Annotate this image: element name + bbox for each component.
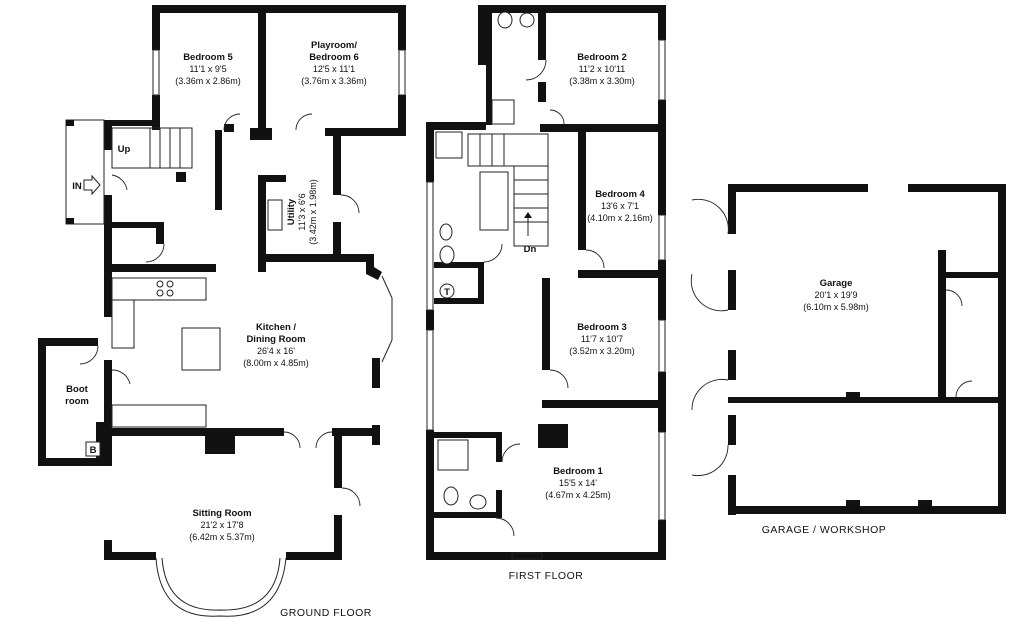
ground-floor: [38, 5, 406, 617]
garage-dims: 20'1 x 19'9: [815, 290, 858, 300]
playroom-metric: (3.76m x 3.36m): [301, 76, 367, 86]
boot-room-name-2: room: [65, 396, 89, 407]
bedroom4-metric: (4.10m x 2.16m): [587, 213, 653, 223]
stairs-up-label: Up: [118, 144, 131, 155]
bedroom1-metric: (4.67m x 4.25m): [545, 490, 611, 500]
utility-metric: (3.42m x 1.98m): [308, 179, 318, 245]
stairs-down-label: Dn: [524, 244, 537, 255]
garage-name: Garage: [820, 278, 853, 289]
kitchen-name-1: Kitchen /: [256, 322, 296, 333]
utility-dims: 11'3 x 6'6: [297, 193, 307, 230]
sitting-room-metric: (6.42m x 5.37m): [189, 532, 255, 542]
bedroom2-dims: 11'2 x 10'11: [579, 64, 626, 74]
playroom-dims: 12'5 x 11'1: [313, 64, 355, 74]
first-floor: [426, 5, 666, 560]
garage-caption: GARAGE / WORKSHOP: [762, 524, 887, 536]
bedroom5-dims: 11'1 x 9'5: [189, 64, 226, 74]
sitting-room-dims: 21'2 x 17'8: [201, 520, 244, 530]
playroom-name-1: Playroom/: [311, 40, 357, 51]
first-floor-caption: FIRST FLOOR: [509, 570, 584, 582]
utility-label: Utility 11'3 x 6'6 (3.42m x 1.98m): [286, 179, 318, 245]
garage-floor: [690, 184, 1006, 515]
kitchen-name-2: Dining Room: [246, 334, 305, 345]
tank-label: T: [444, 287, 450, 298]
boiler-label: B: [90, 445, 97, 456]
kitchen-dims: 26'4 x 16': [257, 346, 295, 356]
sitting-room-name: Sitting Room: [192, 508, 251, 519]
entrance-label: IN: [72, 181, 82, 192]
bedroom3-metric: (3.52m x 3.20m): [569, 346, 635, 356]
garage-metric: (6.10m x 5.98m): [803, 302, 869, 312]
bedroom5-metric: (3.36m x 2.86m): [175, 76, 241, 86]
boot-room-name-1: Boot: [66, 384, 88, 395]
bedroom2-metric: (3.38m x 3.30m): [569, 76, 635, 86]
bedroom1-dims: 15'5 x 14': [559, 478, 597, 488]
kitchen-metric: (8.00m x 4.85m): [243, 358, 309, 368]
playroom-name-2: Bedroom 6: [309, 52, 359, 63]
bedroom3-dims: 11'7 x 10'7: [581, 334, 623, 344]
bedroom4-dims: 13'6 x 7'1: [601, 201, 639, 211]
bedroom5-name: Bedroom 5: [183, 52, 233, 63]
bedroom3-name: Bedroom 3: [577, 322, 627, 333]
bedroom4-name: Bedroom 4: [595, 189, 645, 200]
ground-floor-caption: GROUND FLOOR: [280, 607, 372, 619]
bedroom2-name: Bedroom 2: [577, 52, 627, 63]
bedroom1-name: Bedroom 1: [553, 466, 603, 477]
utility-name: Utility: [286, 198, 297, 225]
